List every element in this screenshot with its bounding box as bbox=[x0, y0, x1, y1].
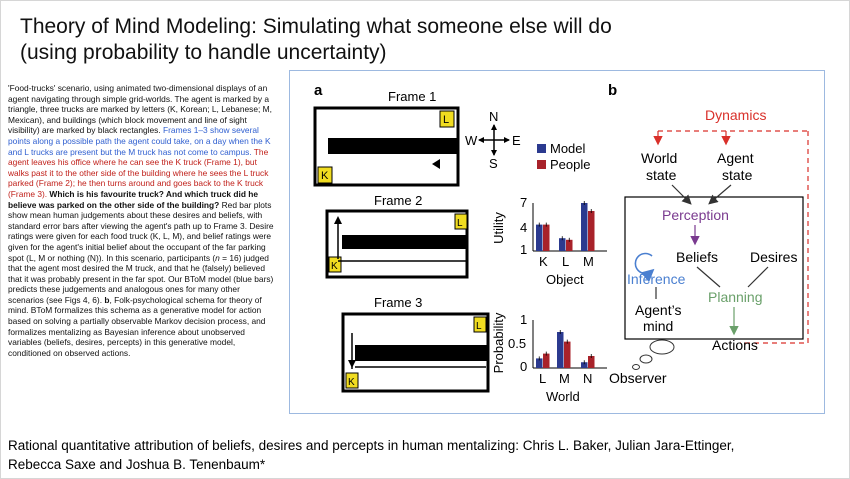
legend-people: People bbox=[550, 157, 590, 172]
caption-text-2: Red bar plots show mean human judgements… bbox=[8, 199, 274, 263]
schema-dynamics: Dynamics bbox=[705, 107, 766, 123]
caption-text-4: , Folk-psychological schema for theory o… bbox=[8, 294, 266, 358]
caption-text-1: 'Food-trucks' scenario, using animated t… bbox=[8, 83, 272, 136]
building-block bbox=[328, 138, 458, 154]
caption-question-text: Which is his favourite truck? And which … bbox=[8, 188, 259, 210]
caption-b-bold: b bbox=[104, 294, 110, 305]
utility-ytick-7: 7 bbox=[520, 195, 527, 210]
truck-k-label: K bbox=[331, 261, 338, 272]
thought-bubble-icon bbox=[632, 339, 675, 370]
slide-footer: Rational quantitative attribution of bel… bbox=[8, 436, 828, 474]
schema-planning: Planning bbox=[708, 289, 763, 305]
utility-xlabel: Object bbox=[546, 272, 584, 287]
schema-desires: Desires bbox=[750, 249, 797, 265]
compass: N S W E bbox=[465, 109, 521, 171]
utility-xtick-m: M bbox=[583, 254, 594, 269]
schema-inference: Inference bbox=[627, 271, 686, 287]
probability-xtick-m: M bbox=[559, 371, 570, 386]
frame-2-label: Frame 2 bbox=[374, 193, 422, 208]
schema-agent: Agent bbox=[717, 150, 754, 166]
truck-l bbox=[454, 213, 468, 230]
probability-bar-m-people bbox=[564, 341, 571, 368]
schema-perception: Perception bbox=[662, 207, 729, 223]
probability-bar-m-model bbox=[557, 332, 564, 368]
chart-legend: Model People bbox=[537, 141, 590, 172]
schema-beliefs: Beliefs bbox=[676, 249, 718, 265]
frame-1-label: Frame 1 bbox=[388, 89, 436, 104]
legend-model: Model bbox=[550, 141, 586, 156]
probability-ytick-0: 0 bbox=[520, 359, 527, 374]
slide-title: Theory of Mind Modeling: Simulating what… bbox=[20, 14, 830, 66]
truck-l bbox=[473, 316, 487, 333]
truck-k-label: K bbox=[348, 377, 355, 388]
truck-k bbox=[345, 372, 359, 389]
building-block bbox=[355, 345, 488, 361]
caption-red-text: The agent leaves his office where he can… bbox=[8, 146, 269, 199]
compass-n: N bbox=[489, 109, 498, 124]
probability-bar-n-model bbox=[581, 362, 588, 368]
truck-l-label: L bbox=[457, 218, 463, 229]
utility-chart: Utility 7 4 1 K L M Object bbox=[491, 195, 607, 287]
title-line-2: (using probability to handle uncertainty… bbox=[20, 41, 387, 64]
agent-triangle bbox=[334, 216, 342, 224]
probability-bar-l-model bbox=[536, 358, 543, 368]
figure-caption: 'Food-trucks' scenario, using animated t… bbox=[8, 83, 276, 358]
footer-line-1: Rational quantitative attribution of bel… bbox=[8, 438, 735, 453]
truck-l-label: L bbox=[476, 321, 482, 332]
utility-bar-k-model bbox=[536, 224, 543, 251]
title-line-1: Theory of Mind Modeling: Simulating what… bbox=[20, 15, 612, 38]
caption-blue-text: Frames 1–3 show several points along a p… bbox=[8, 125, 271, 157]
truck-k-label: K bbox=[321, 170, 329, 182]
bayesian-schema: Dynamics World state Agent state Percept… bbox=[609, 107, 809, 386]
utility-xtick-l: L bbox=[562, 254, 569, 269]
frame-3-label: Frame 3 bbox=[374, 295, 422, 310]
footer-line-2: Rebecca Saxe and Joshua B. Tenenbaum* bbox=[8, 457, 266, 472]
schema-world: World bbox=[641, 150, 677, 166]
schema-mind: mind bbox=[643, 318, 673, 334]
schema-agent-state: state bbox=[722, 167, 753, 183]
truck-k bbox=[317, 166, 333, 184]
compass-w: W bbox=[465, 133, 478, 148]
frame-3-grid: L K bbox=[341, 312, 490, 393]
probability-xtick-l: L bbox=[539, 371, 546, 386]
utility-bar-m-model bbox=[581, 203, 588, 251]
utility-xtick-k: K bbox=[539, 254, 548, 269]
utility-bar-l-people bbox=[566, 239, 573, 251]
truck-l-label: L bbox=[443, 114, 449, 126]
agent-triangle bbox=[348, 360, 356, 368]
caption-n-italic: n bbox=[215, 252, 220, 263]
utility-ylabel: Utility bbox=[491, 212, 506, 244]
schema-world-state: state bbox=[646, 167, 677, 183]
utility-bar-m-people bbox=[588, 211, 595, 251]
schema-agents: Agent’s bbox=[635, 302, 681, 318]
probability-ytick-1: 1 bbox=[520, 312, 527, 327]
probability-bar-l-people bbox=[543, 353, 550, 368]
schema-actions: Actions bbox=[712, 337, 758, 353]
panel-b-label: b bbox=[608, 82, 617, 99]
probability-ylabel: Probability bbox=[491, 312, 506, 373]
caption-text-3: = 16) judged that the agent most desired… bbox=[8, 252, 274, 305]
utility-ytick-4: 4 bbox=[520, 220, 527, 235]
panel-a-label: a bbox=[314, 82, 323, 99]
compass-s: S bbox=[489, 156, 498, 171]
utility-bar-k-people bbox=[543, 224, 550, 251]
utility-bar-l-model bbox=[559, 238, 566, 251]
building-block bbox=[342, 235, 467, 249]
compass-e: E bbox=[512, 133, 521, 148]
probability-xlabel: World bbox=[546, 389, 580, 404]
frame-2-grid: L K bbox=[325, 209, 469, 279]
probability-xtick-n: N bbox=[583, 371, 592, 386]
figure-svg: a Frame 1 L K N S W E Model bbox=[313, 82, 809, 404]
probability-ytick-05: 0.5 bbox=[508, 336, 526, 351]
schema-observer: Observer bbox=[609, 370, 667, 386]
truck-l bbox=[439, 110, 455, 128]
probability-bar-n-people bbox=[588, 356, 595, 368]
utility-ytick-1: 1 bbox=[520, 242, 527, 257]
frame-1-grid: L K bbox=[313, 106, 460, 187]
probability-chart: Probability 1 0.5 0 L M N World bbox=[491, 312, 607, 404]
agent-triangle bbox=[432, 159, 440, 169]
figure-box: a Frame 1 L K N S W E Model bbox=[289, 70, 825, 414]
